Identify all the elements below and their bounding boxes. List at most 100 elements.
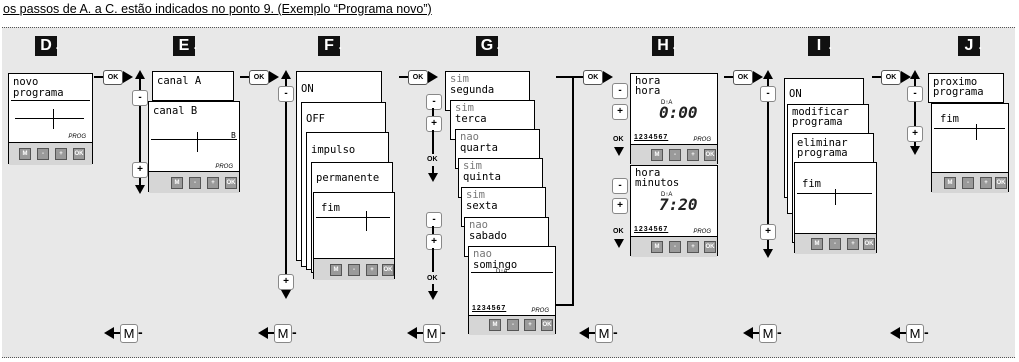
plus-button[interactable]: + (278, 274, 294, 290)
rule (151, 139, 237, 140)
minus-button[interactable]: - (669, 241, 681, 253)
ok-badge: OK (249, 70, 269, 85)
m-button[interactable]: M (759, 324, 777, 343)
button-bar: M - + OK (469, 315, 555, 335)
vertical-line (432, 248, 434, 272)
m-button[interactable]: M (330, 264, 342, 276)
ok-badge: OK (583, 70, 603, 85)
m-button[interactable]: M (651, 241, 663, 253)
m-button[interactable]: M (944, 177, 956, 189)
prog-label: PROG (68, 134, 86, 140)
minus-button[interactable]: - (760, 86, 776, 102)
vertical-line (432, 226, 434, 234)
day-name: segunda (450, 84, 495, 96)
instruction-header: os passos de A. a C. estão indicados no … (3, 2, 432, 16)
m-back-arrow: M- (890, 324, 940, 343)
ok-button[interactable]: OK (427, 275, 438, 282)
rule (934, 128, 1005, 129)
m-button[interactable]: M (651, 149, 663, 161)
plus-button[interactable]: + (907, 126, 923, 142)
screen-text: fim (802, 178, 821, 190)
m-button[interactable]: M (811, 238, 823, 250)
plus-button[interactable]: + (426, 234, 442, 250)
minus-button[interactable]: - (426, 212, 442, 228)
dash: - (924, 324, 929, 340)
ok-button[interactable]: OK (704, 241, 716, 253)
plus-button[interactable]: + (426, 116, 442, 132)
dash: - (613, 324, 618, 340)
plus-button[interactable]: + (55, 148, 67, 160)
minus-button[interactable]: - (907, 86, 923, 102)
down-arrow (428, 291, 438, 300)
m-button[interactable]: M (423, 324, 441, 343)
m-button[interactable]: M (595, 324, 613, 343)
ok-button[interactable]: OK (613, 136, 624, 143)
prog-label: PROG (531, 308, 549, 314)
plus-button[interactable]: + (524, 319, 536, 331)
m-button[interactable]: M (120, 324, 138, 343)
screen-text: permanente (316, 172, 380, 184)
plus-button[interactable]: + (760, 224, 776, 240)
plus-button[interactable]: + (612, 198, 628, 214)
ok-button[interactable]: OK (225, 177, 237, 189)
minus-button[interactable]: - (612, 83, 628, 99)
vertical-line (432, 130, 434, 154)
m-button[interactable]: M (19, 148, 31, 160)
minus-button[interactable]: - (426, 94, 442, 110)
vertical-line (432, 108, 434, 116)
ok-button[interactable]: OK (427, 156, 438, 163)
m-back-arrow: M- (743, 324, 793, 343)
minus-button[interactable]: - (507, 319, 519, 331)
rule (53, 109, 54, 129)
minus-button[interactable]: - (132, 90, 148, 106)
dra-label: D↑A (496, 269, 508, 275)
screen-text: impulso (311, 144, 356, 156)
plus-button[interactable]: + (687, 241, 699, 253)
ok-button[interactable]: OK (863, 238, 875, 250)
plus-button[interactable]: + (132, 162, 148, 178)
minus-button[interactable]: - (962, 177, 974, 189)
plus-button[interactable]: + (980, 177, 992, 189)
plus-button[interactable]: + (612, 104, 628, 120)
ok-badge: OK (408, 70, 428, 85)
minus-button[interactable]: - (37, 148, 49, 160)
ok-button[interactable]: OK (73, 148, 85, 160)
screen-text: ON (789, 88, 802, 100)
plus-button[interactable]: + (687, 149, 699, 161)
m-button[interactable]: M (274, 324, 292, 343)
m-button[interactable]: M (171, 177, 183, 189)
button-bar: M - + OK (314, 258, 394, 280)
minus-button[interactable]: - (348, 264, 360, 276)
up-arrow (281, 70, 291, 79)
day-state: sim (466, 189, 485, 201)
day-name: quarta (460, 142, 498, 154)
step-letter-g: G. (476, 36, 500, 56)
plus-button[interactable]: + (847, 238, 859, 250)
m-button[interactable]: M (906, 324, 924, 343)
ok-arrow-i-j: OK (872, 70, 912, 85)
up-arrow (763, 70, 773, 79)
screen-text: novo (13, 76, 39, 88)
minus-button[interactable]: - (278, 86, 294, 102)
ok-button[interactable]: OK (541, 319, 553, 331)
plus-button[interactable]: + (366, 264, 378, 276)
day-bar: 1234567 (472, 305, 507, 312)
minus-button[interactable]: - (829, 238, 841, 250)
minus-button[interactable]: - (612, 178, 628, 194)
down-arrow (614, 147, 624, 156)
m-button[interactable]: M (489, 319, 501, 331)
ok-arrow-h-i: OK (724, 70, 764, 85)
ok-button[interactable]: OK (382, 264, 394, 276)
plus-button[interactable]: + (207, 177, 219, 189)
screen-h-hora: hora hora D↑A 0:00 1234567 PROG M - + OK (630, 73, 718, 165)
ok-arrow-g-h: OK (574, 70, 614, 85)
screen-text: fim (321, 202, 340, 214)
screen-i-fim: fim M - + OK (794, 162, 877, 254)
ok-button[interactable]: OK (995, 177, 1007, 189)
ok-button[interactable]: OK (613, 228, 624, 235)
ok-button[interactable]: OK (704, 149, 716, 161)
rule (835, 189, 836, 205)
minus-button[interactable]: - (189, 177, 201, 189)
day-state: sim (455, 102, 474, 114)
minus-button[interactable]: - (669, 149, 681, 161)
